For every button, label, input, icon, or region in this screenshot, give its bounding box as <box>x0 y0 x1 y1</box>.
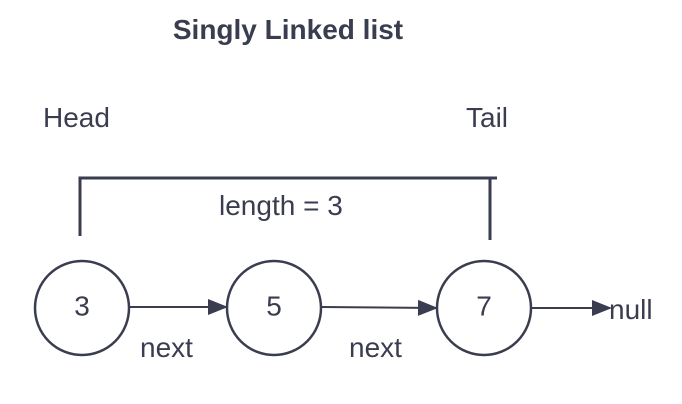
node-5: 5 <box>225 259 323 357</box>
node-circle <box>33 259 131 357</box>
node-value: 5 <box>266 290 282 321</box>
null-label: null <box>609 294 653 325</box>
head-label: Head <box>43 102 110 133</box>
node-7: 7 <box>435 259 533 357</box>
next-arrow-2 <box>321 299 438 316</box>
length-label: length = 3 <box>219 190 343 221</box>
length-bracket <box>78 176 497 240</box>
node-value: 7 <box>476 290 492 321</box>
diagram-title: Singly Linked list <box>172 14 404 45</box>
next-label-1: next <box>140 332 193 363</box>
tail-label: Tail <box>466 102 509 133</box>
next-label-2: next <box>349 332 402 363</box>
node-value: 3 <box>74 290 90 321</box>
node-3: 3 <box>33 259 131 357</box>
